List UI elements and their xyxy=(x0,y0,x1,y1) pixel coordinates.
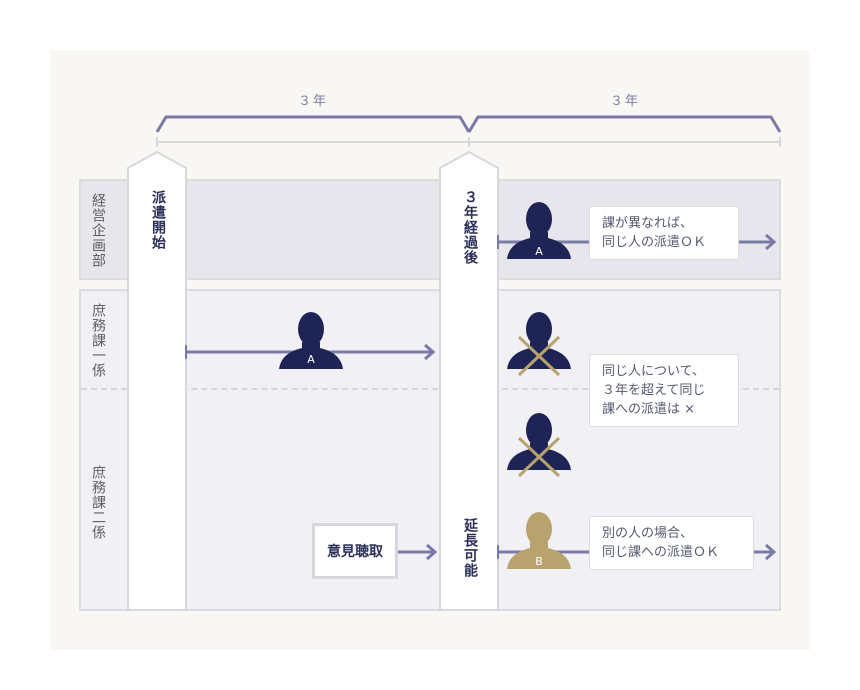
hearing-box: 意見聴取 xyxy=(312,523,398,579)
person-b-icon: B xyxy=(507,512,571,569)
note-line: ３年を超えて同じ xyxy=(602,383,706,398)
note-line: 同じ人の派遣ＯＫ xyxy=(602,235,707,250)
divider-dashed xyxy=(81,388,779,390)
row-label-shomu1: 庶務課一係 xyxy=(90,302,106,378)
row-label-keiei: 経営企画部 xyxy=(90,192,106,268)
hearing-label: 意見聴取 xyxy=(327,544,383,560)
bracket-period1 xyxy=(155,115,471,133)
column-start xyxy=(127,150,187,611)
column-label-extend: 延長可能 xyxy=(462,518,478,578)
note-line: 課が異なれば、 xyxy=(602,216,694,231)
note-line: 課への派遣は × xyxy=(602,402,696,417)
note-different-person: 別の人の場合、 同じ課への派遣ＯＫ xyxy=(589,516,754,570)
row-label-shomu2: 庶務課二係 xyxy=(90,464,106,540)
person-a-keiei-icon: A xyxy=(507,202,571,259)
note-line: 同じ課への派遣ＯＫ xyxy=(602,545,720,560)
note-line: 同じ人について、 xyxy=(602,364,705,379)
bracket-period2 xyxy=(467,115,782,133)
period1-label: ３年 xyxy=(298,94,329,109)
period2-label: ３年 xyxy=(610,94,641,109)
column-after3 xyxy=(439,150,499,611)
column-label-start: 派遣開始 xyxy=(150,190,166,250)
column-label-after3: ３年経過後 xyxy=(462,190,478,265)
person-crossed-2-icon xyxy=(507,413,571,478)
svg-text:A: A xyxy=(535,245,543,258)
note-different-section: 課が異なれば、 同じ人の派遣ＯＫ xyxy=(589,206,739,260)
person-crossed-1-icon xyxy=(507,312,571,377)
note-line: 別の人の場合、 xyxy=(602,526,694,541)
person-a-shomu1-icon: A xyxy=(279,312,343,369)
svg-text:B: B xyxy=(535,555,543,568)
note-same-person: 同じ人について、 ３年を超えて同じ 課への派遣は × xyxy=(589,354,739,427)
svg-text:A: A xyxy=(307,353,315,366)
